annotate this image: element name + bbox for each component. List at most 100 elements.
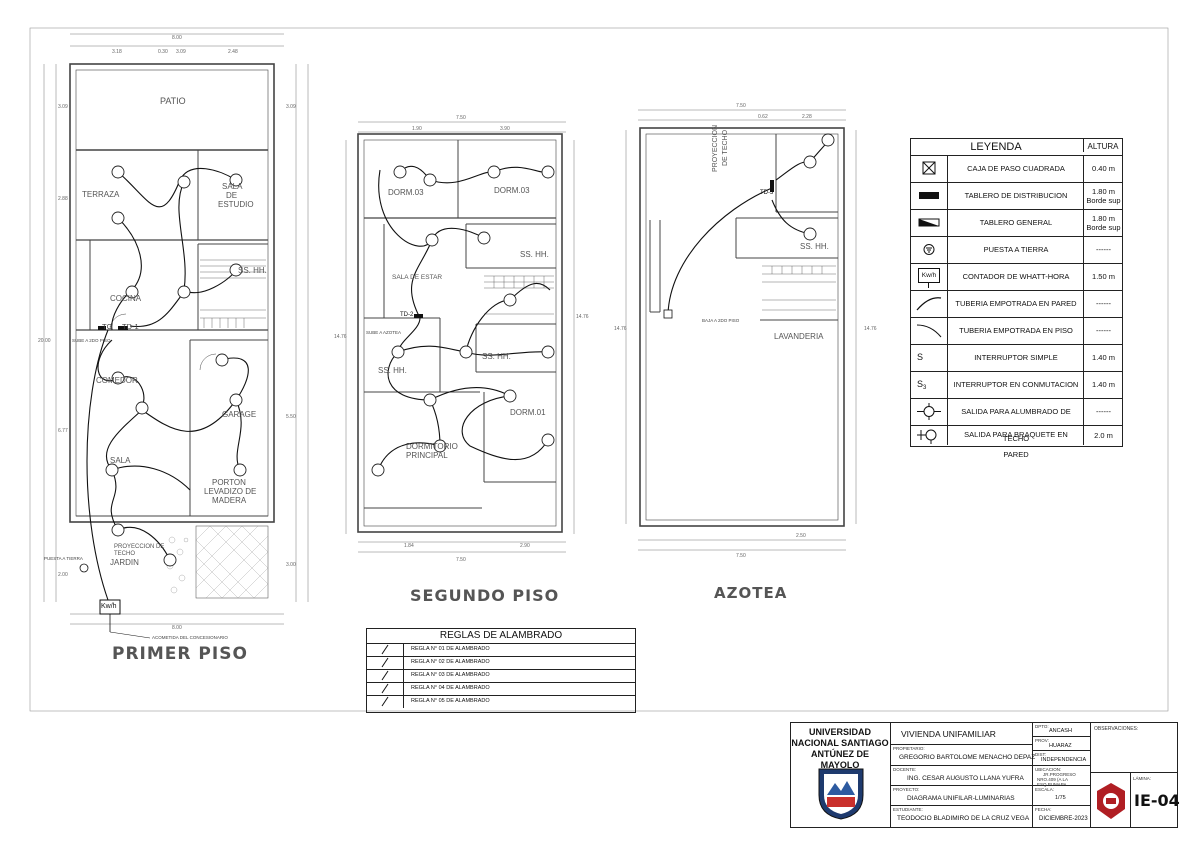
- dim-second-total-bottom: 7.50: [456, 557, 466, 563]
- room-terraza: TERRAZA: [82, 190, 120, 199]
- room-proyeccion-2: TECHO: [114, 551, 135, 557]
- dim-first-left-total: 20.00: [38, 338, 51, 344]
- legend-alt: 2.0 m: [1083, 425, 1123, 445]
- td2-board-icon: [414, 314, 423, 318]
- distribution-board-icon: [911, 182, 948, 209]
- date-label: FECHA:: [1035, 807, 1052, 812]
- legend-alt: 0.40 m: [1083, 155, 1123, 182]
- room-comedor: COMEDOR: [96, 376, 138, 385]
- dim-second-bot-a: 1.84: [404, 543, 414, 549]
- room-proyeccion-1: PROYECCION DE: [114, 544, 165, 550]
- tg-label: TG: [102, 322, 113, 331]
- rule-text: REGLA N° 04 DE ALAMBRADO: [411, 685, 490, 691]
- legend-alt: ------: [1083, 236, 1123, 263]
- baja-2do-piso-label: BAJA A 2DO PISO: [702, 318, 740, 323]
- first-floor-boards: [98, 326, 128, 330]
- dim-second-total-top: 7.50: [456, 115, 466, 121]
- teacher-label: DOCENTE:: [893, 767, 917, 772]
- legend-alt: ------: [1083, 317, 1123, 344]
- rule-slash-icon: [367, 656, 404, 669]
- project-name: VIVIENDA UNIFAMILIAR: [901, 729, 996, 739]
- ground-icon: [911, 236, 948, 263]
- room-sala-estudio-3: ESTUDIO: [218, 200, 254, 209]
- prov-cell: PROV: HUARAZ: [1033, 737, 1091, 751]
- commutation-switch-icon: S 3: [911, 371, 948, 398]
- room-proyeccion-techo-2: DE TECHO: [722, 129, 729, 166]
- ground-rod-icon: [79, 563, 89, 573]
- ceiling-light-icon: [911, 398, 948, 425]
- sube-2do-piso-label: SUBE A 2DO PISO: [72, 338, 111, 343]
- scale-value: 1/75: [1055, 795, 1066, 801]
- dist-value: INDEPENDENCIA: [1041, 757, 1087, 763]
- ubic-label: UBICACION:: [1035, 767, 1062, 772]
- room-dorm-principal-1: DORMITORIO: [406, 442, 458, 451]
- dist-cell: DIST: INDEPENDENCIA: [1033, 751, 1091, 766]
- legend-desc: TUBERIA EMPOTRADA EN PISO: [959, 326, 1073, 335]
- legend-row: CAJA DE PASO CUADRADA 0.40 m: [911, 155, 1122, 183]
- roof-circuit: [667, 139, 829, 315]
- project-name-cell: VIVIENDA UNIFAMILIAR: [891, 723, 1033, 745]
- project-label: PROYECTO:: [893, 787, 920, 792]
- ubic-value-2: NRO.409 (A LA ESQ.PUMAPA: [1037, 777, 1068, 787]
- room-sala-estar: SALA DE ESTAR: [392, 274, 443, 281]
- owner-cell: PROPIETARIO: GREGORIO BARTOLOME MENACHO …: [891, 745, 1035, 766]
- rule-row: REGLA N° 02 DE ALAMBRADO: [367, 656, 635, 670]
- scale-cell: ESCALA: 1/75: [1033, 786, 1091, 806]
- meter-icon: Kw/h: [911, 263, 948, 290]
- switch-symbol-text: S: [917, 352, 924, 362]
- second-floor-title: SEGUNDO PISO: [410, 586, 560, 605]
- dim-second-top-b: 3.90: [500, 126, 510, 132]
- owner-label: PROPIETARIO:: [893, 746, 925, 751]
- dpto-cell: DPTO: ANCASH: [1033, 723, 1091, 737]
- legend-desc: SALIDA PARA ALUMBRADO DE TECHO: [961, 407, 1071, 443]
- wiring-rules-table: REGLAS DE ALAMBRADO REGLA N° 01 DE ALAMB…: [366, 628, 636, 713]
- room-dorm-01: DORM.01: [510, 408, 546, 417]
- dim-second-bot-b: 2.90: [520, 543, 530, 549]
- observations-cell: OBSERVACIONES:: [1091, 723, 1177, 773]
- dim-second-right-total: 14.76: [576, 314, 589, 320]
- legend-alt: 1.80 m Borde sup: [1083, 209, 1123, 236]
- roof-title: AZOTEA: [714, 584, 788, 602]
- second-floor-luminaires: [371, 165, 555, 477]
- general-board-icon: [911, 209, 948, 236]
- legend-row: Kw/h CONTADOR DE WHATT-HORA 1.50 m: [911, 263, 1122, 291]
- observations-label: OBSERVACIONES:: [1094, 726, 1139, 732]
- faculty-logo-icon: [1097, 783, 1125, 819]
- university-seal-icon: [818, 768, 864, 820]
- kwh-label: Kw/h: [101, 603, 117, 610]
- rule-row: REGLA N° 03 DE ALAMBRADO: [367, 669, 635, 683]
- dim-first-total-top: 8.00: [172, 35, 182, 41]
- room-ss-hh-2c: SS. HH.: [378, 366, 407, 375]
- sheet-number: IE-04: [1134, 791, 1180, 810]
- teacher-value: ING. CESAR AUGUSTO LLANA YUFRA: [907, 775, 1024, 782]
- legend-row: SALIDA PARA BRAQUETE EN PARED 2.0 m: [911, 425, 1123, 459]
- room-ss-hh-1: SS. HH.: [238, 266, 267, 275]
- legend-alt: 1.50 m: [1083, 263, 1123, 290]
- roof-plan: [625, 109, 857, 551]
- rule-slash-icon: [367, 643, 404, 656]
- university-cell: UNIVERSIDAD NACIONAL SANTIAGO ANTÚNEZ DE…: [791, 723, 891, 827]
- legend-desc: TUBERIA EMPOTRADA EN PARED: [955, 299, 1077, 308]
- room-ss-hh-2a: SS. HH.: [520, 250, 549, 259]
- td1-label: TD-1: [122, 322, 139, 331]
- legend-row: TUBERIA EMPOTRADA EN PISO ------: [911, 317, 1122, 345]
- dim-roof-top-a: 0.62: [758, 114, 768, 120]
- legend-alt: 1.40 m: [1083, 371, 1123, 398]
- university-name-3: ANTÚNEZ DE MAYOLO: [811, 749, 869, 770]
- room-jardin: JARDIN: [110, 558, 139, 567]
- student-cell: ESTUDIANTE: TEODOCIO BLADIMIRO DE LA CRU…: [891, 806, 1033, 827]
- roof-luminaires: [803, 133, 835, 241]
- dim-first-right-b: 5.50: [286, 414, 296, 420]
- ubic-cell: UBICACION: JR.PROGRESO NRO.409 (A LA ESQ…: [1033, 766, 1091, 787]
- student-value: TEODOCIO BLADIMIRO DE LA CRUZ VEGA: [897, 815, 1030, 822]
- legend-table: LEYENDA ALTURA CAJA DE PASO CUADRADA 0.4…: [910, 138, 1123, 459]
- legend-row: SALIDA PARA ALUMBRADO DE TECHO ------: [911, 398, 1122, 443]
- room-sala: SALA: [110, 456, 131, 465]
- dim-roof-bot-a: 2.50: [796, 533, 806, 539]
- dim-roof-right-total: 14.76: [864, 326, 877, 332]
- puesta-tierra-label: PUESTA A TIERRA: [44, 556, 83, 561]
- student-label: ESTUDIANTE:: [893, 807, 923, 812]
- room-cocina: COCINA: [110, 294, 142, 303]
- room-patio: PATIO: [160, 96, 186, 106]
